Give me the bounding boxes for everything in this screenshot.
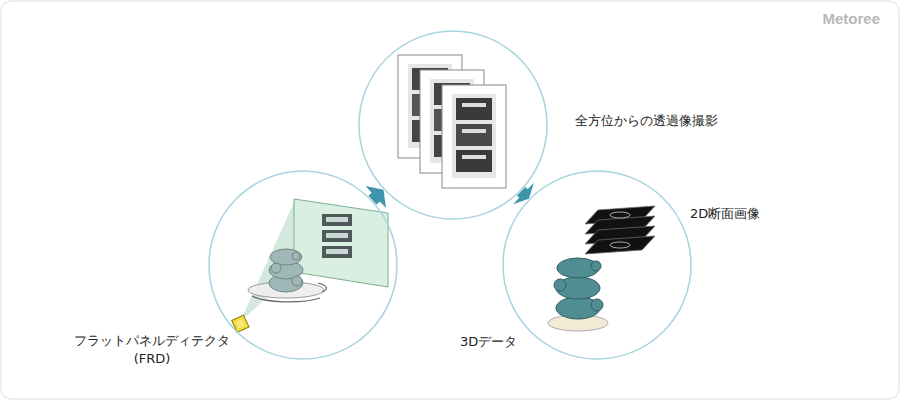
stage-circle: フラットパネルディテクタ (FRD) xyxy=(208,170,398,360)
circle-outline xyxy=(503,171,691,359)
stage-label: 全方位からの透過像撮影 xyxy=(575,112,718,130)
circle-outline xyxy=(208,170,398,360)
ct-scanner-figure xyxy=(232,199,388,332)
arrow-shape xyxy=(513,183,534,205)
circle-outline xyxy=(359,31,547,219)
watermark: Metoree xyxy=(822,10,880,27)
reconstruction-figure xyxy=(548,206,655,331)
circle-outline xyxy=(209,171,397,359)
stage-circle: 2D断面画像3Dデータ xyxy=(502,170,692,360)
circle-outline xyxy=(358,30,548,220)
stage-label: 2D断面画像 xyxy=(690,205,760,223)
circle-outline xyxy=(502,170,692,360)
projection-images xyxy=(398,55,506,188)
stage-label: フラットパネルディテクタ (FRD) xyxy=(67,332,237,368)
stage-label: 3Dデータ xyxy=(460,333,517,351)
flow-arrow xyxy=(513,183,534,205)
stage-circle: 全方位からの透過像撮影 xyxy=(358,30,548,220)
